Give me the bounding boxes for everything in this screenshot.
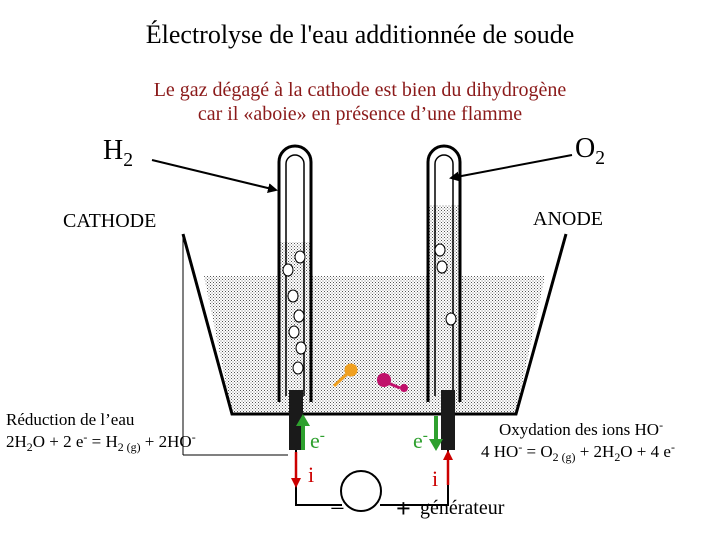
hydrogen-subscript: 2: [123, 149, 134, 171]
electron-symbol: e: [413, 428, 423, 453]
current-label-right: i: [432, 466, 439, 491]
eq-superscript: -: [83, 430, 88, 445]
negative-terminal-label: −: [330, 494, 345, 523]
anode-electrode: [441, 390, 455, 450]
eq-part: + 2HO: [140, 432, 192, 451]
eq-superscript: -: [659, 418, 664, 433]
electron-arrow-left: [296, 414, 310, 450]
cathode-test-tube: [277, 144, 313, 402]
beaker: [181, 233, 568, 416]
eq-part: = O: [522, 442, 553, 461]
reduction-title: Réduction de l’eau: [6, 410, 135, 429]
eq-subscript: 2 (g): [552, 450, 576, 465]
eq-subscript: 2: [26, 440, 33, 455]
eq-superscript: -: [670, 440, 675, 455]
electron-arrow-right: [429, 416, 443, 451]
current-arrow-right: [443, 450, 453, 485]
anode-test-tube: [426, 144, 462, 402]
electrolyte-solution: [204, 276, 545, 413]
oxygen-symbol: O: [575, 133, 596, 164]
positive-terminal-label: +: [396, 494, 411, 523]
eq-part: 4 HO: [481, 442, 519, 461]
electron-charge: -: [422, 427, 428, 445]
eq-part: O + 2 e: [32, 432, 84, 451]
o2-pointer-arrow: [449, 154, 573, 182]
anode-label: ANODE: [533, 208, 603, 230]
eq-part: O + 4 e: [620, 442, 671, 461]
oxygen-subscript: 2: [595, 147, 606, 169]
hydrogen-symbol: H: [103, 135, 124, 166]
oxygen-label: O2: [575, 133, 605, 169]
cathode-label: CATHODE: [63, 210, 157, 232]
hydroxide-ion-icon: [377, 373, 408, 392]
eq-subscript: 2: [614, 450, 621, 465]
current-label-left: i: [308, 462, 315, 487]
diagram-subtitle: Le gaz dégagé à la cathode est bien du d…: [0, 78, 720, 126]
subtitle-line-2: car il «aboie» en présence d’une flamme: [197, 103, 523, 125]
generator-label: générateur: [420, 497, 505, 519]
electron-charge: -: [319, 427, 325, 445]
sodium-ion-icon: [332, 363, 358, 388]
eq-subscript: 2 (g): [117, 440, 141, 455]
electron-label-left: e-: [310, 427, 325, 454]
eq-part: 2H: [6, 432, 27, 451]
subtitle-line-1: Le gaz dégagé à la cathode est bien du d…: [153, 79, 567, 101]
electron-label-right: e-: [413, 427, 428, 454]
hydrogen-label: H2: [103, 135, 133, 171]
diagram-title: Électrolyse de l'eau additionnée de soud…: [145, 20, 575, 49]
oxygen-bubbles: [434, 243, 457, 326]
current-arrow-left: [291, 452, 301, 488]
h2-pointer-arrow: [151, 159, 278, 193]
eq-superscript: -: [518, 440, 523, 455]
eq-part: = H: [87, 432, 118, 451]
oxidation-title: Oxydation des ions HO-: [499, 418, 664, 440]
reduction-equation: 2H2O + 2 e- = H2 (g) + 2HO-: [6, 430, 196, 455]
oxidation-equation: 4 HO- = O2 (g) + 2H2O + 4 e-: [481, 440, 675, 465]
generator-icon: [340, 470, 382, 512]
oxidation-title-text: Oxydation des ions HO: [499, 420, 660, 439]
eq-part: + 2H: [575, 442, 615, 461]
cathode-electrode: [289, 390, 303, 450]
electron-symbol: e: [310, 428, 320, 453]
hydrogen-bubbles: [282, 250, 307, 375]
eq-superscript: -: [191, 430, 196, 445]
